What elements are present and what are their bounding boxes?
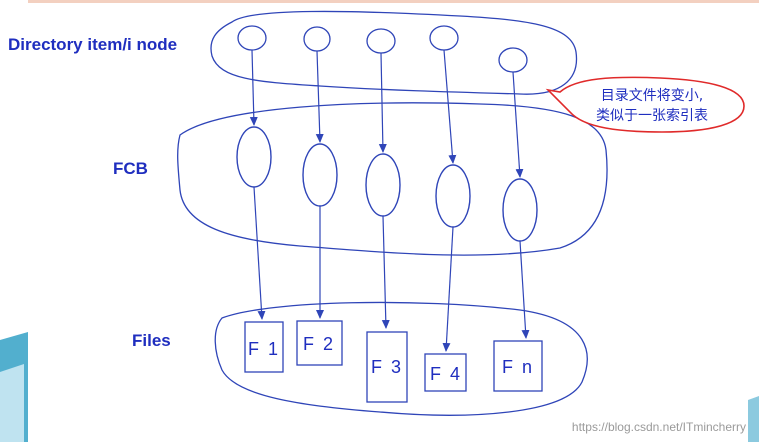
right-corner-decoration <box>748 396 759 442</box>
file-label: F 4 <box>430 364 462 384</box>
pointer-arrow <box>253 186 266 320</box>
callout-line-1: 目录文件将变小, <box>601 88 703 104</box>
fcb-node <box>365 153 401 217</box>
pointer-arrow <box>378 52 387 153</box>
fcb-node <box>435 164 471 228</box>
top-band <box>28 0 759 3</box>
pointer-arrow <box>443 49 457 164</box>
file-label: F 2 <box>303 334 335 354</box>
fcb-node <box>502 178 538 242</box>
file-box: F n <box>493 340 543 392</box>
directory-node <box>429 25 459 51</box>
file-label: F 1 <box>248 339 280 359</box>
directory-label: Directory item/i node <box>8 35 177 54</box>
pointer-arrow <box>442 226 454 352</box>
fcb-node <box>236 126 272 188</box>
fcb-node <box>302 143 338 207</box>
callout-bubble <box>545 76 745 133</box>
file-box: F 2 <box>296 320 343 366</box>
callout-line-2: 类似于一张索引表 <box>596 107 708 124</box>
file-box: F 3 <box>366 331 408 403</box>
file-box: F 1 <box>244 321 284 373</box>
file-box: F 4 <box>424 353 467 392</box>
directory-node <box>498 47 528 73</box>
pointer-arrow <box>249 49 258 126</box>
pointer-arrow <box>381 215 390 329</box>
directory-band-outline <box>210 10 578 95</box>
pointer-arrow <box>519 240 530 339</box>
directory-node <box>237 25 267 51</box>
pointer-arrow <box>315 50 324 143</box>
fcb-band-outline <box>177 102 608 256</box>
file-label: F 3 <box>371 357 403 377</box>
directory-node <box>303 26 331 52</box>
files-band-outline <box>214 301 588 416</box>
left-corner-decoration-light <box>0 364 24 442</box>
pointer-arrow <box>512 71 524 178</box>
files-label: Files <box>132 331 171 350</box>
file-label: F n <box>502 357 534 377</box>
watermark-text: https://blog.csdn.net/ITmincherry <box>572 420 746 434</box>
directory-node <box>366 28 396 54</box>
fcb-label: FCB <box>113 159 148 178</box>
